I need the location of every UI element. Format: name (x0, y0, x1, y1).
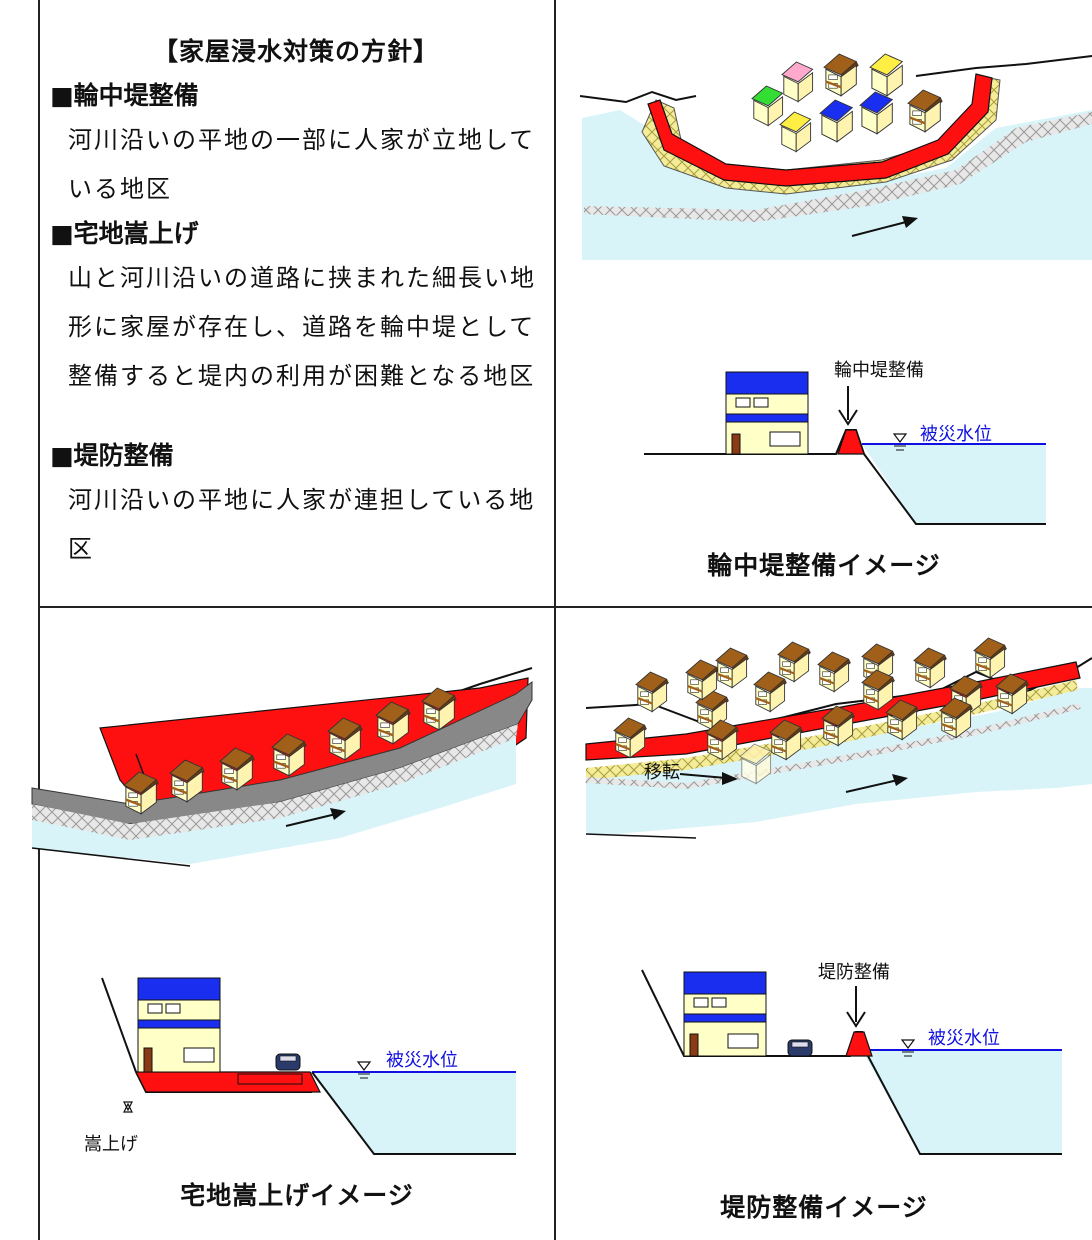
raise-marker-icon (123, 1101, 133, 1113)
levee-water-level-label: 被災水位 (928, 1028, 1000, 1049)
levee-bank-hatch (586, 680, 1078, 780)
house-yellow-roof (869, 53, 904, 97)
policy-heading-ring-levee: ■輪中堤整備 (50, 81, 199, 110)
house-green-roof (751, 85, 784, 127)
frame-row-divider (38, 606, 1092, 608)
policy-title: 【家屋浸水対策の方針】 (152, 37, 439, 66)
frame-middle-divider (554, 0, 556, 1240)
ring-levee-mountain-line-right (915, 55, 1092, 77)
ring-levee-section-dike (837, 429, 865, 455)
levee-flow-arrow (845, 774, 908, 793)
raise-label: 嵩上げ (84, 1134, 138, 1155)
ring-levee-caption: 輪中堤整備イメージ (707, 551, 941, 580)
ring-levee-diagram: 輪中堤整備 被災水位 (579, 52, 1092, 525)
levee-label: 堤防整備 (818, 962, 890, 983)
raise-water-level-label: 被災水位 (386, 1050, 458, 1071)
policy-heading-raise: ■宅地嵩上げ (50, 219, 199, 248)
policy-body-ring-levee: 河川沿いの平地の一部に人家が立地している地区 (68, 126, 536, 203)
house-pink-roof (781, 61, 814, 103)
ring-levee-label: 輪中堤整備 (834, 360, 924, 381)
ring-levee-water-level-label: 被災水位 (920, 424, 992, 445)
levee-caption: 堤防整備イメージ (720, 1193, 928, 1222)
ring-levee-mountain-line (579, 90, 697, 104)
policy-heading-levee: ■堤防整備 (50, 441, 174, 470)
car-icon (787, 1039, 813, 1057)
levee-diagram: 移転 堤防整備 (585, 636, 1092, 1155)
raise-caption: 宅地嵩上げイメージ (180, 1181, 414, 1210)
relocated-house (739, 743, 772, 785)
policy-body-raise: 山と河川沿いの道路に挟まれた細長い地形に家屋が存在し、道路を輪中堤として整備する… (68, 264, 536, 390)
ring-levee-flow-arrow (851, 216, 918, 237)
raise-diagram: 嵩上げ 被災水位 (31, 667, 533, 1155)
ring-levee-far-bank (584, 112, 1092, 222)
ring-levee-section-house (725, 371, 809, 455)
ring-levee-houses (751, 52, 944, 153)
policy-text-cell: 【家屋浸水対策の方針】 ■輪中堤整備 河川沿いの平地の一部に人家が立地している地… (38, 0, 554, 606)
ring-levee-section-water (862, 444, 1046, 524)
ring-levee-cross-section: 輪中堤整備 被災水位 (644, 360, 1046, 525)
raise-bank-hatch (32, 724, 518, 840)
levee-section-house (683, 971, 767, 1057)
ring-levee-red-dike (647, 73, 993, 187)
raise-flow-arrow (285, 808, 346, 827)
raise-fill-red (135, 1071, 321, 1093)
levee-section-dike (845, 1031, 873, 1057)
policy-body-levee: 河川沿いの平地に人家が連担している地区 (68, 486, 536, 563)
levee-houses (612, 636, 1030, 785)
relocation-label: 移転 (644, 762, 680, 783)
car-icon (275, 1053, 301, 1071)
water-level-symbol (900, 1039, 916, 1057)
relocation-arrow (679, 772, 738, 785)
raise-cross-section: 嵩上げ 被災水位 (84, 977, 516, 1155)
frame-left-border (38, 0, 40, 1240)
raise-section-house (137, 977, 221, 1073)
levee-cross-section: 堤防整備 被災水位 (641, 962, 1062, 1155)
water-level-symbol (892, 433, 908, 451)
water-level-symbol (356, 1061, 372, 1079)
